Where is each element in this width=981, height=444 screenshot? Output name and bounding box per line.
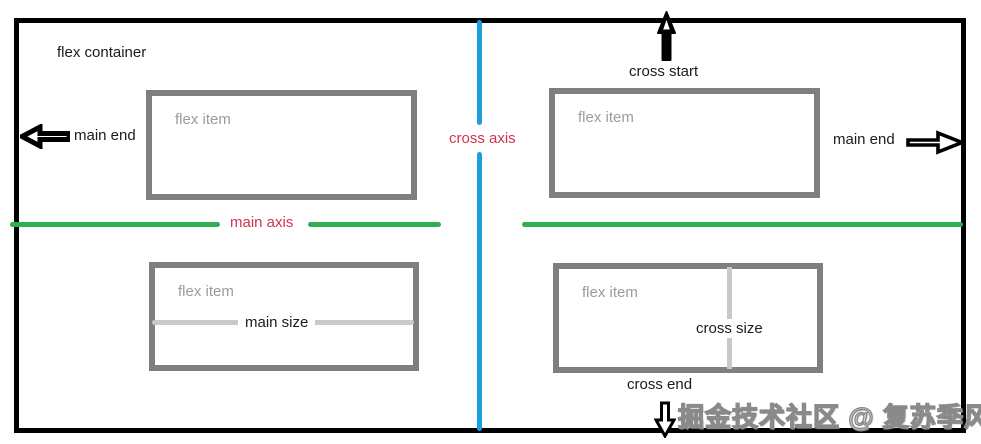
cross-size-line: [727, 267, 732, 369]
main-axis-label: main axis: [230, 214, 294, 231]
main-axis-line-segment: [308, 222, 441, 227]
cross-start-label: cross start: [629, 63, 699, 80]
cross-axis-line-segment: [477, 152, 482, 431]
flex-item-label: flex item: [178, 283, 234, 300]
flex-item-label: flex item: [582, 284, 638, 301]
arrow-left-icon: [20, 124, 70, 149]
flex-item-label: flex item: [578, 109, 634, 126]
arrow-up-icon: [657, 11, 676, 61]
watermark-text: 掘金技术社区 @ 复苏季风: [677, 401, 981, 432]
main-axis-line-segment: [522, 222, 963, 227]
flex-item-label: flex item: [175, 111, 231, 128]
arrow-right-icon: [906, 130, 964, 155]
cross-size-label: cross size: [692, 319, 767, 338]
cross-axis-label: cross axis: [449, 130, 516, 147]
flex-item-box: flex item: [549, 88, 820, 198]
main-end-right-label: main end: [833, 131, 895, 148]
cross-end-label: cross end: [627, 376, 693, 393]
main-axis-line-segment: [10, 222, 220, 227]
flex-item-box: flex item: [553, 263, 823, 373]
main-size-label: main size: [238, 314, 316, 331]
main-end-left-label: main end: [74, 127, 136, 144]
arrow-down-icon: [654, 401, 676, 438]
flex-container-label: flex container: [57, 44, 147, 61]
flex-item-box: flex item: [146, 90, 417, 200]
cross-axis-line-segment: [477, 20, 482, 125]
